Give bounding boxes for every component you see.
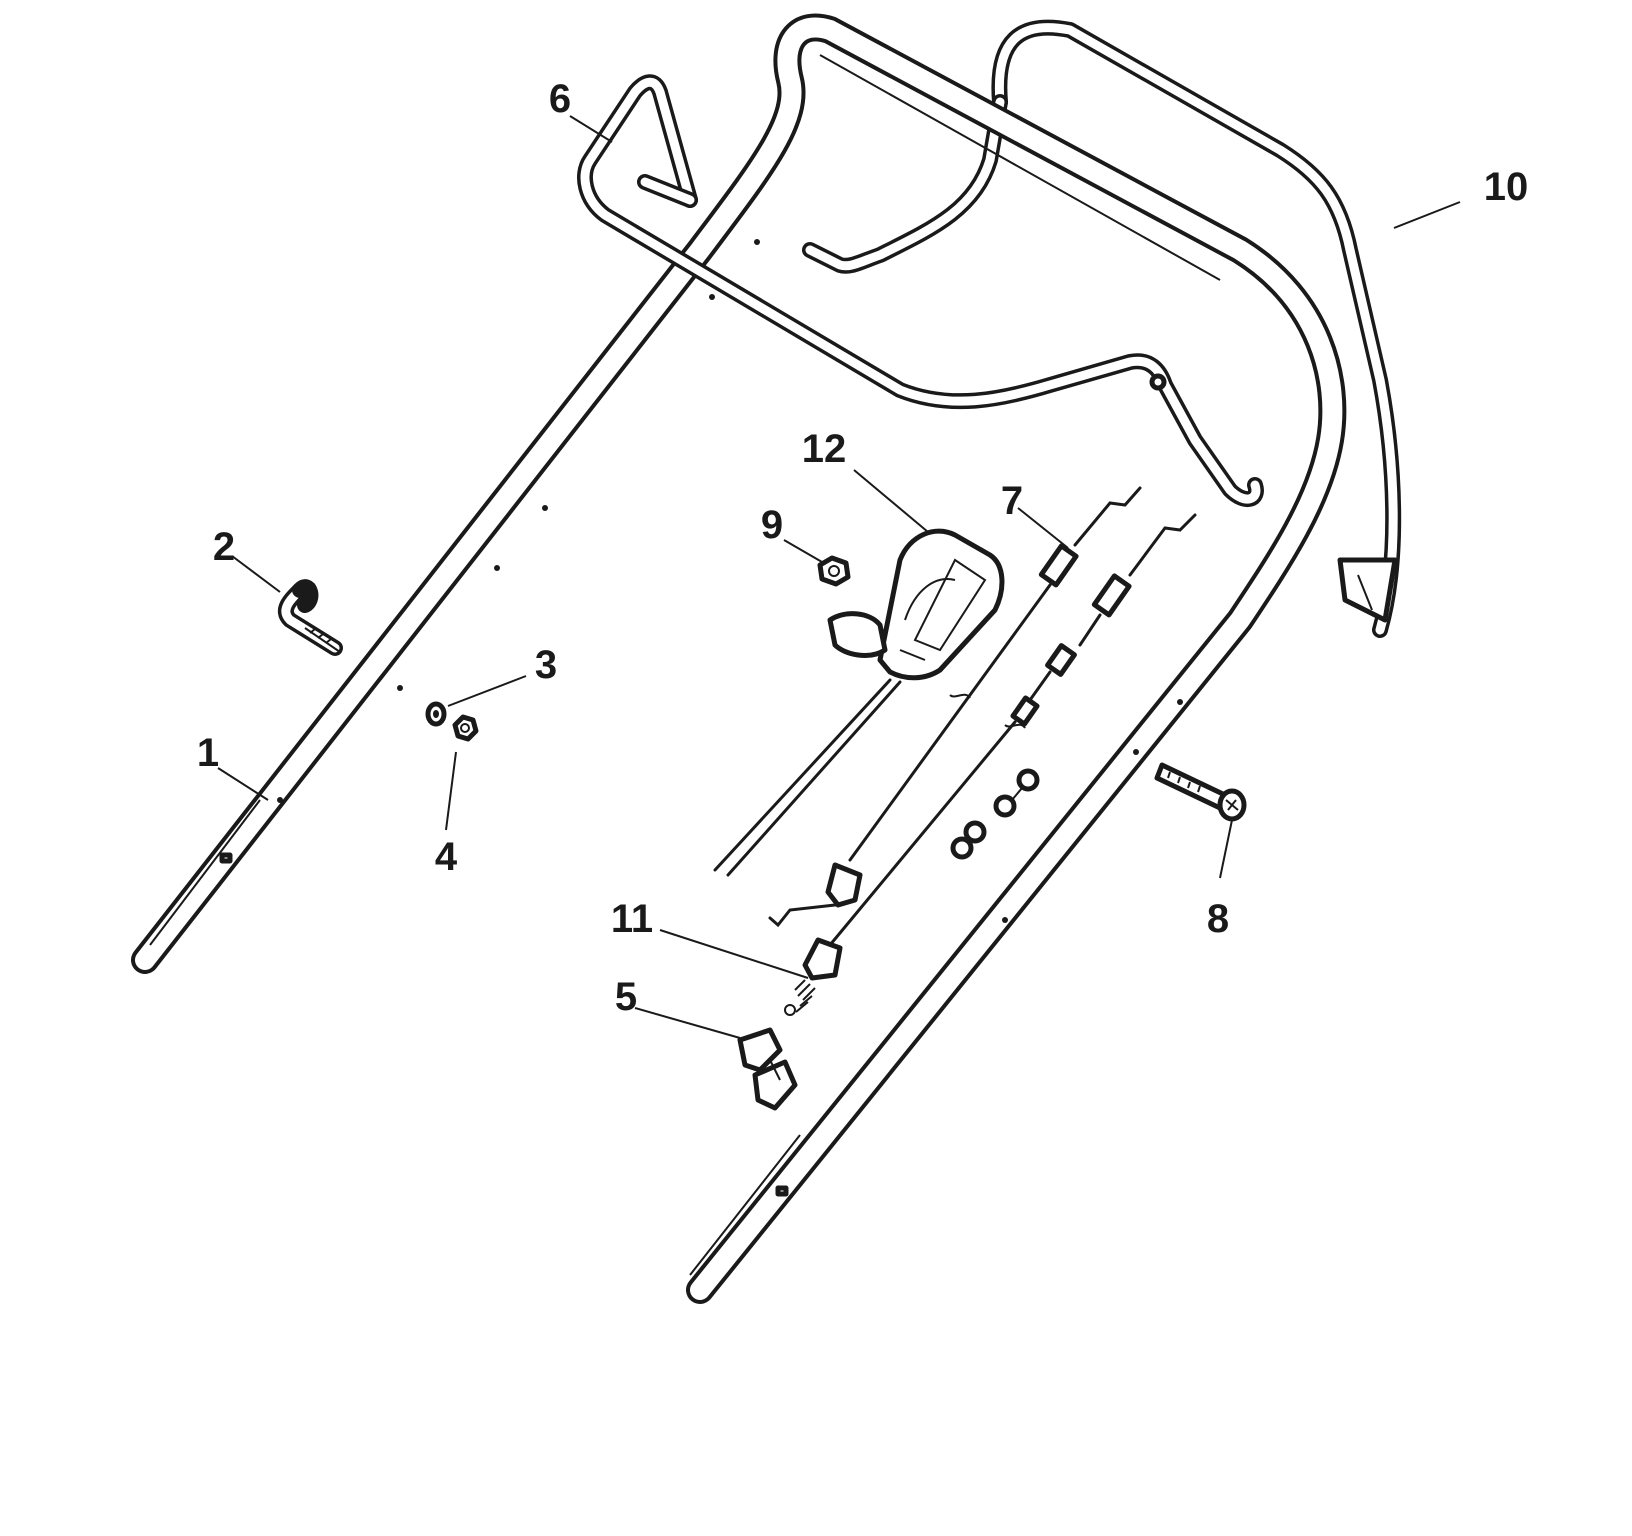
part-1-main-handle [131,13,1347,1304]
part-4-hex-nut [452,714,479,742]
leader-2 [231,555,281,593]
leader-1 [217,767,269,801]
callout-9: 9 [761,503,783,547]
callout-8: 8 [1207,897,1229,941]
leader-12 [853,469,929,533]
callout-11: 11 [611,897,653,941]
callout-3: 3 [535,643,557,687]
callout-5: 5 [615,975,637,1019]
leader-8 [1219,819,1233,879]
leader-5 [634,1007,741,1039]
leader-6 [569,115,613,143]
part-9-nut [817,555,851,587]
part-10-operator-bail [802,19,1402,638]
part-6-bag-bail [577,74,1264,507]
leader-3 [447,675,527,707]
leader-7 [1017,507,1069,549]
part-8-handle-bolt [1154,762,1247,822]
callout-4: 4 [435,835,458,879]
part-3-washer [425,701,447,727]
part-5-cable-clip [737,1027,798,1111]
callout-6: 6 [549,77,571,121]
callout-labels: 1 2 3 4 5 6 7 8 9 10 11 12 [197,77,1528,1019]
part-7-control-cables [768,486,1197,947]
leader-10 [1393,201,1461,229]
leader-11 [659,929,809,979]
leader-lines [217,115,1461,1039]
leader-9 [783,539,823,563]
callout-2: 2 [213,525,235,569]
part-2-hook-bolt [277,579,343,656]
star-washers [950,768,1040,860]
leader-4 [445,751,457,831]
callout-10: 10 [1484,165,1529,209]
part-11-spring [784,937,843,1016]
callout-7: 7 [1001,479,1023,523]
callout-1: 1 [197,731,219,775]
callout-12: 12 [802,427,847,471]
part-12-control-lever [713,528,1005,877]
